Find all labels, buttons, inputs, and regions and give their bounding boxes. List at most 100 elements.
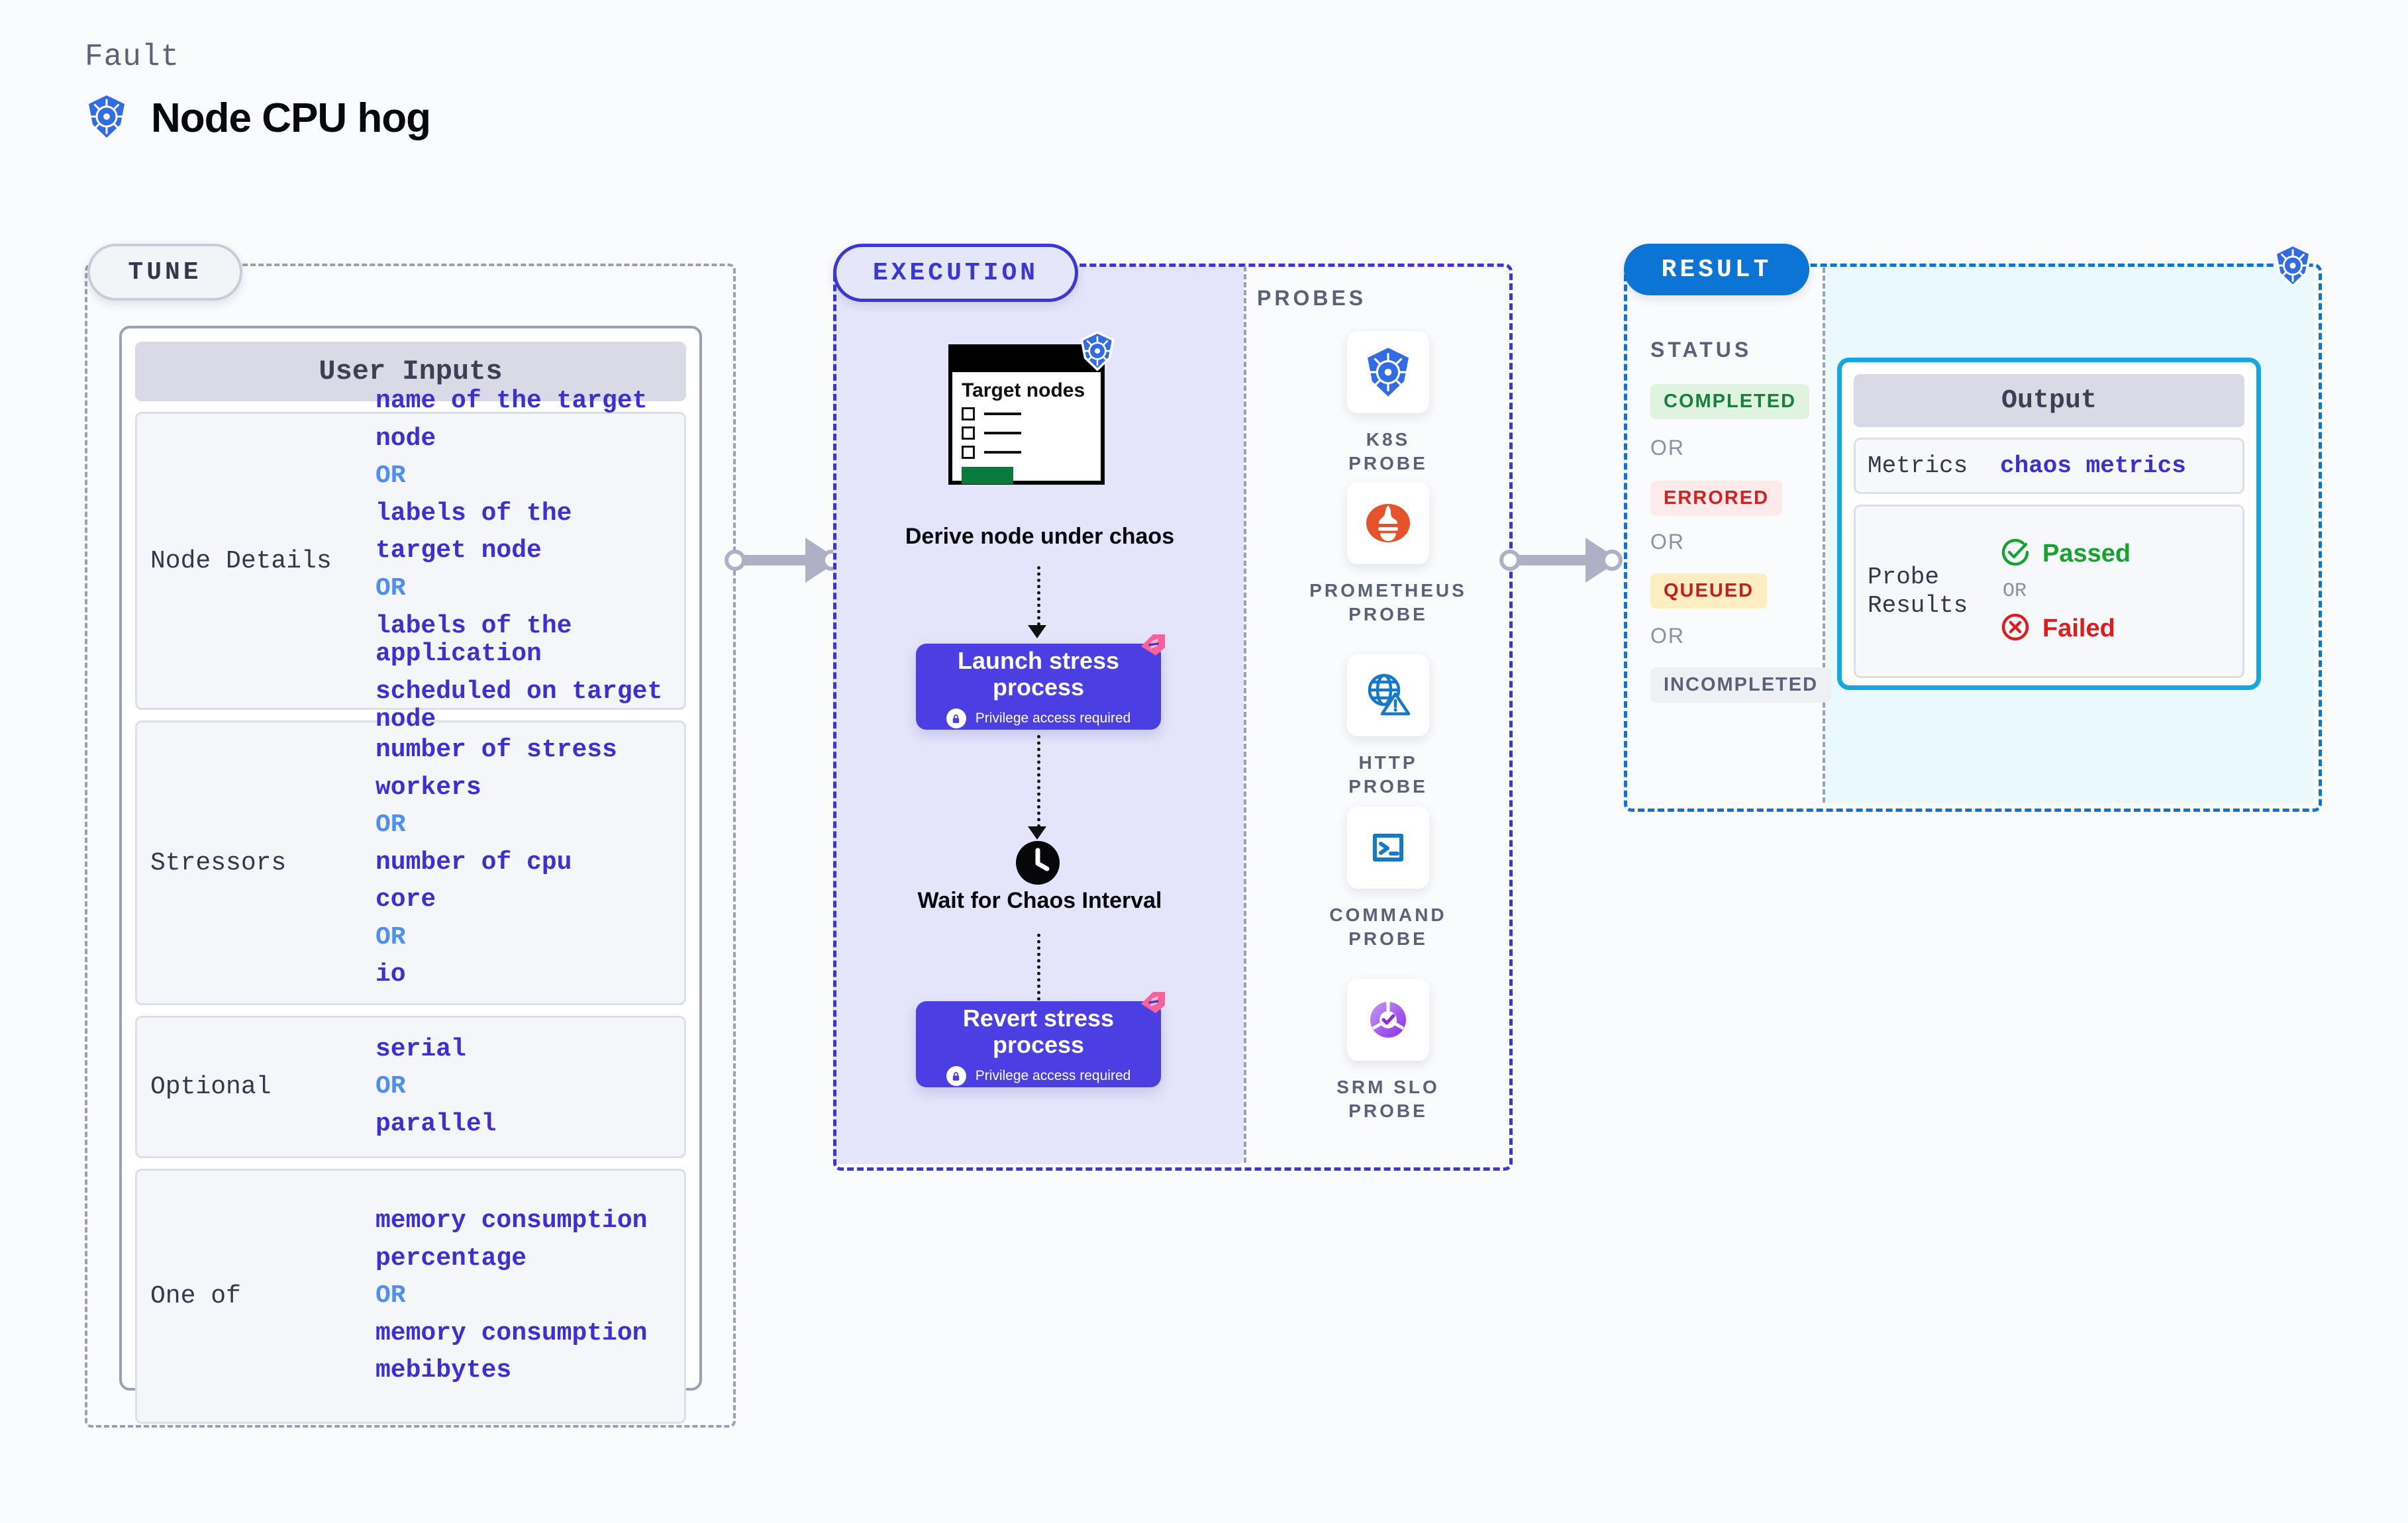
failed-label: Failed	[2042, 614, 2115, 643]
tune-pill-label: TUNE	[128, 258, 202, 287]
flow-connector	[1037, 735, 1040, 828]
status-badge-errored: ERRORED	[1650, 481, 1783, 516]
tune-value: parallel	[376, 1109, 497, 1138]
status-badge-label: COMPLETED	[1664, 391, 1797, 412]
lock-icon	[946, 1066, 966, 1087]
kubernetes-icon	[85, 94, 128, 142]
tune-value: scheduled on target node	[376, 677, 663, 734]
metrics-value: chaos metrics	[2000, 452, 2186, 480]
connector-tune-to-execution	[721, 523, 846, 596]
probe-result-failed: Failed	[2000, 612, 2236, 646]
checkbox-icon	[962, 407, 975, 420]
status-badge-queued: QUEUED	[1650, 573, 1768, 609]
node-checkbox-row	[962, 445, 1091, 459]
x-circle-icon	[2000, 612, 2031, 646]
card-titlebar	[952, 348, 1101, 372]
tune-value: core	[376, 885, 436, 914]
or-text: OR	[376, 462, 406, 491]
target-nodes-card: Target nodes	[948, 330, 1115, 485]
user-inputs-card: User Inputs Node Details name of the targ…	[119, 326, 702, 1424]
tune-region	[85, 264, 736, 1428]
placeholder-line	[984, 450, 1021, 454]
execution-region	[833, 264, 1513, 1171]
node-checkbox-row	[962, 407, 1091, 420]
harness-ribbon-icon	[1136, 992, 1165, 1022]
status-or: OR	[1650, 530, 1685, 554]
prometheus-icon	[1347, 482, 1429, 564]
or-text: OR	[376, 811, 406, 840]
user-inputs-title: User Inputs	[135, 342, 686, 401]
placeholder-line	[984, 412, 1021, 415]
tune-section-pill[interactable]: TUNE	[87, 244, 242, 301]
execution-pill-label: EXECUTION	[872, 258, 1039, 287]
placeholder-line	[984, 431, 1021, 434]
or-text: OR	[376, 574, 406, 603]
launch-stress-process-step[interactable]: Launch stress process Privilege access r…	[916, 634, 1165, 730]
status-badge-label: ERRORED	[1664, 487, 1770, 509]
or-text: OR	[376, 1072, 406, 1101]
tune-value: number of cpu	[376, 848, 572, 877]
revert-stress-process-step[interactable]: Revert stress process Privilege access r…	[916, 992, 1165, 1087]
check-circle-icon	[2000, 537, 2031, 571]
terminal-icon	[1347, 807, 1429, 889]
harness-ribbon-icon	[1136, 634, 1165, 664]
execution-section-pill[interactable]: EXECUTION	[833, 244, 1078, 302]
output-title: Output	[1854, 374, 2244, 427]
status-badge-completed: COMPLETED	[1650, 384, 1810, 419]
result-section-pill[interactable]: RESULT	[1624, 244, 1809, 295]
tune-value: memory consumption	[376, 1318, 648, 1348]
connector-execution-to-result	[1495, 523, 1628, 596]
slo-donut-icon	[1347, 979, 1429, 1061]
status-badge-label: QUEUED	[1664, 580, 1754, 601]
flow-connector	[1037, 566, 1040, 626]
probe-result-passed: Passed	[2000, 537, 2236, 571]
confirm-bar	[962, 466, 1013, 484]
target-nodes-title: Target nodes	[962, 379, 1085, 401]
tune-value: node	[376, 424, 436, 453]
kubernetes-icon	[1078, 330, 1117, 374]
probes-heading: PROBES	[1257, 286, 1367, 310]
page-title: Node CPU hog	[151, 95, 431, 141]
step-subtitle: Privilege access required	[975, 711, 1131, 726]
tune-row-key: One of	[150, 1282, 241, 1310]
step-subtitle: Privilege access required	[975, 1068, 1131, 1084]
result-region	[1624, 264, 2322, 812]
or-text: OR	[1650, 530, 1685, 554]
probe-result-or: OR	[2003, 580, 2027, 603]
status-badge-incompleted: INCOMPLETED	[1650, 667, 1832, 703]
checkbox-icon	[962, 426, 975, 440]
tune-value: memory consumption	[376, 1206, 648, 1236]
tune-row-key: Node Details	[150, 546, 332, 575]
passed-label: Passed	[2042, 540, 2131, 568]
clock-icon	[1015, 840, 1061, 889]
flow-connector	[1037, 934, 1040, 1020]
globe-warning-icon	[1347, 654, 1429, 736]
step-title: Launch stress process	[957, 646, 1120, 701]
tune-value: serial	[376, 1034, 466, 1063]
tune-value: number of stress	[376, 736, 617, 765]
tune-value: name of the target	[376, 387, 648, 416]
result-pill-label: RESULT	[1661, 255, 1772, 284]
fault-kicker: Fault	[85, 40, 180, 74]
step-title: Revert stress process	[962, 1004, 1115, 1058]
page-header: Fault Node CPU hog	[85, 40, 431, 142]
tune-row-key: Stressors	[150, 848, 287, 877]
